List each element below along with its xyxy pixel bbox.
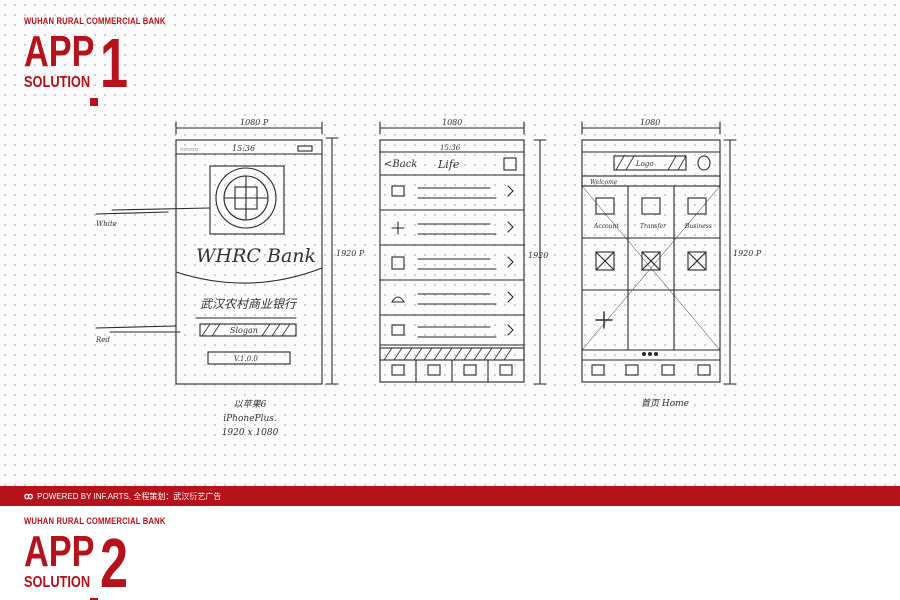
- note-red: Red: [95, 336, 110, 344]
- company-name: WUHAN RURAL COMMERCIAL BANK: [24, 516, 166, 526]
- title-dot: [90, 598, 98, 600]
- app-title: APP: [24, 27, 95, 76]
- width-label: 1080 P: [240, 118, 269, 127]
- greeting: Welcome: [590, 179, 618, 186]
- caption-line: 1920 x 1080: [221, 428, 279, 438]
- solution-label: SOLUTION: [24, 74, 91, 91]
- section-2-header: WUHAN RURAL COMMERCIAL BANK APP SOLUTION…: [24, 516, 191, 600]
- bank-name-cn: 武汉农村商业银行: [200, 297, 298, 311]
- width-label: 1080: [442, 118, 462, 127]
- company-name: WUHAN RURAL COMMERCIAL BANK: [24, 16, 166, 26]
- wireframe-sketches: 1080 P 1920 P 15:36 ○○○○○ WHRC Bank 武汉农村…: [95, 118, 762, 385]
- tile-business: Business: [684, 223, 712, 230]
- tile-transfer: Transfer: [640, 223, 667, 230]
- status-time: 15:36: [440, 144, 461, 152]
- slogan-tag: Slogan: [230, 326, 258, 335]
- height-label: 1920: [528, 251, 548, 260]
- app-title: APP: [24, 527, 95, 576]
- caption-line: 以苹果6: [233, 400, 267, 410]
- version-label: V.1.0.0: [234, 355, 258, 363]
- solution-label: SOLUTION: [24, 574, 91, 591]
- infinity-logo-icon: ꝏ: [24, 490, 34, 501]
- back-button: <Back: [384, 159, 417, 170]
- brand-name: WHRC Bank: [196, 245, 316, 267]
- width-label: 1080: [640, 118, 660, 127]
- nav-title: Life: [437, 158, 460, 171]
- svg-text:○○○○○: ○○○○○: [180, 147, 198, 153]
- height-label: 1920 P: [336, 249, 365, 258]
- status-time: 15:36: [232, 144, 255, 153]
- footer-bar: ꝏ POWERED BY INF.ARTS, 全程策划：武汉衍艺广告: [0, 486, 900, 506]
- sketch-3-caption: 首页 Home: [641, 399, 689, 409]
- search-logo: Logo: [635, 160, 654, 168]
- section-1-header: WUHAN RURAL COMMERCIAL BANK APP SOLUTION…: [24, 16, 191, 106]
- caption-line: iPhonePlus.: [223, 414, 277, 424]
- footer-text: POWERED BY INF.ARTS, 全程策划：武汉衍艺广告: [37, 491, 222, 501]
- sketch-1-caption: 以苹果6 iPhonePlus. 1920 x 1080: [210, 398, 290, 440]
- tile-account: Account: [593, 223, 619, 230]
- note-white: White: [96, 220, 117, 228]
- section-number: 1: [100, 24, 129, 102]
- sketch-splash-screen: 1080 P 1920 P 15:36 ○○○○○ WHRC Bank 武汉农村…: [95, 118, 365, 385]
- sketch-home-screen: 1080 1920 P Logo Welcome Account Transfe…: [581, 118, 762, 385]
- sketch-life-screen: 1080 1920 15:36 <Back Life: [379, 118, 548, 385]
- section-2-background: [0, 506, 900, 600]
- height-label: 1920 P: [733, 249, 762, 258]
- section-number: 2: [100, 524, 129, 600]
- title-dot: [90, 98, 98, 106]
